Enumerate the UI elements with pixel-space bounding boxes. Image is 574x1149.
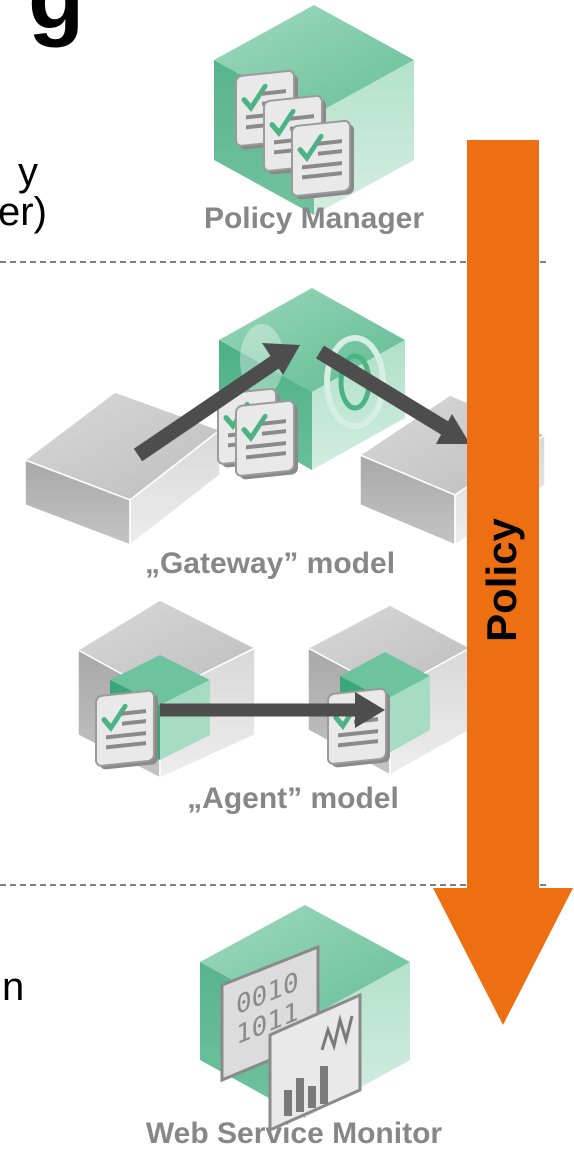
left-text-bottom: n xyxy=(2,965,24,1009)
gateway-cube-icon xyxy=(23,288,547,547)
gateway-model-label: „Gateway” model xyxy=(145,547,395,580)
policy-manager-label: Policy Manager xyxy=(204,202,424,235)
policy-documents-icon xyxy=(214,5,414,215)
monitor-binary-chart-icon: 0010 1011 xyxy=(200,905,410,1133)
policy-arrow-label: Policy xyxy=(478,518,525,642)
web-service-monitor-label: Web Service Monitor xyxy=(146,1117,443,1149)
policy-arrow xyxy=(433,140,573,1025)
title-fragment: g xyxy=(28,0,84,48)
left-text-line2: er) xyxy=(0,190,47,234)
left-text-line1: y xyxy=(18,150,38,194)
agent-cubes-icon xyxy=(76,599,472,780)
agent-model-label: „Agent” model xyxy=(187,782,399,815)
